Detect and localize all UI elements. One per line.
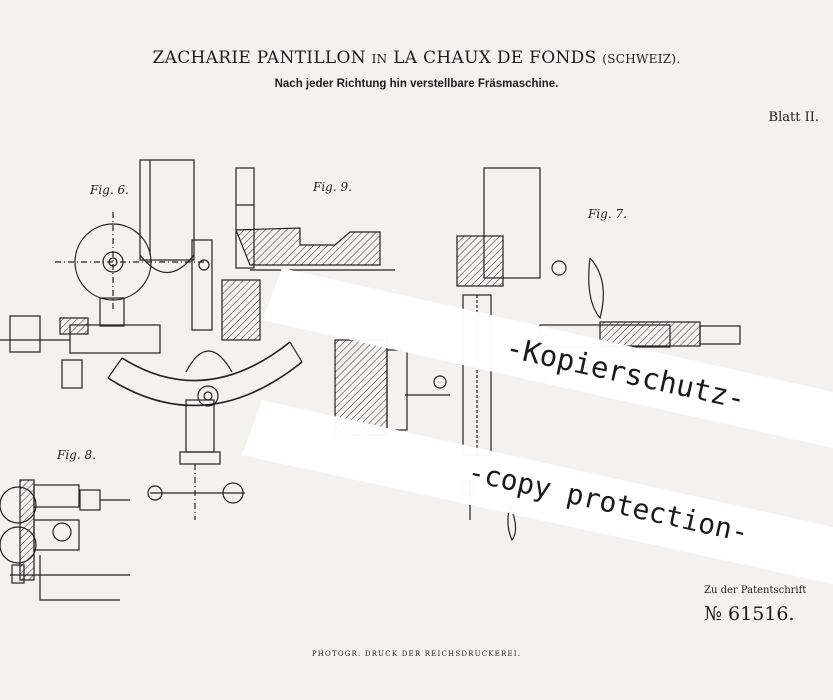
patent-note: Zu der Patentschrift	[704, 585, 806, 596]
fig8-label: Fig. 8.	[57, 448, 96, 462]
fig7-label: Fig. 7.	[588, 207, 627, 221]
patent-number: № 61516.	[704, 603, 795, 625]
printer-credit: PHOTOGR. DRUCK DER REICHSDRUCKEREI.	[0, 650, 833, 658]
fig6-label: Fig. 6.	[90, 183, 129, 197]
fig9-label: Fig. 9.	[313, 180, 352, 194]
fig8-drawing	[0, 480, 130, 600]
